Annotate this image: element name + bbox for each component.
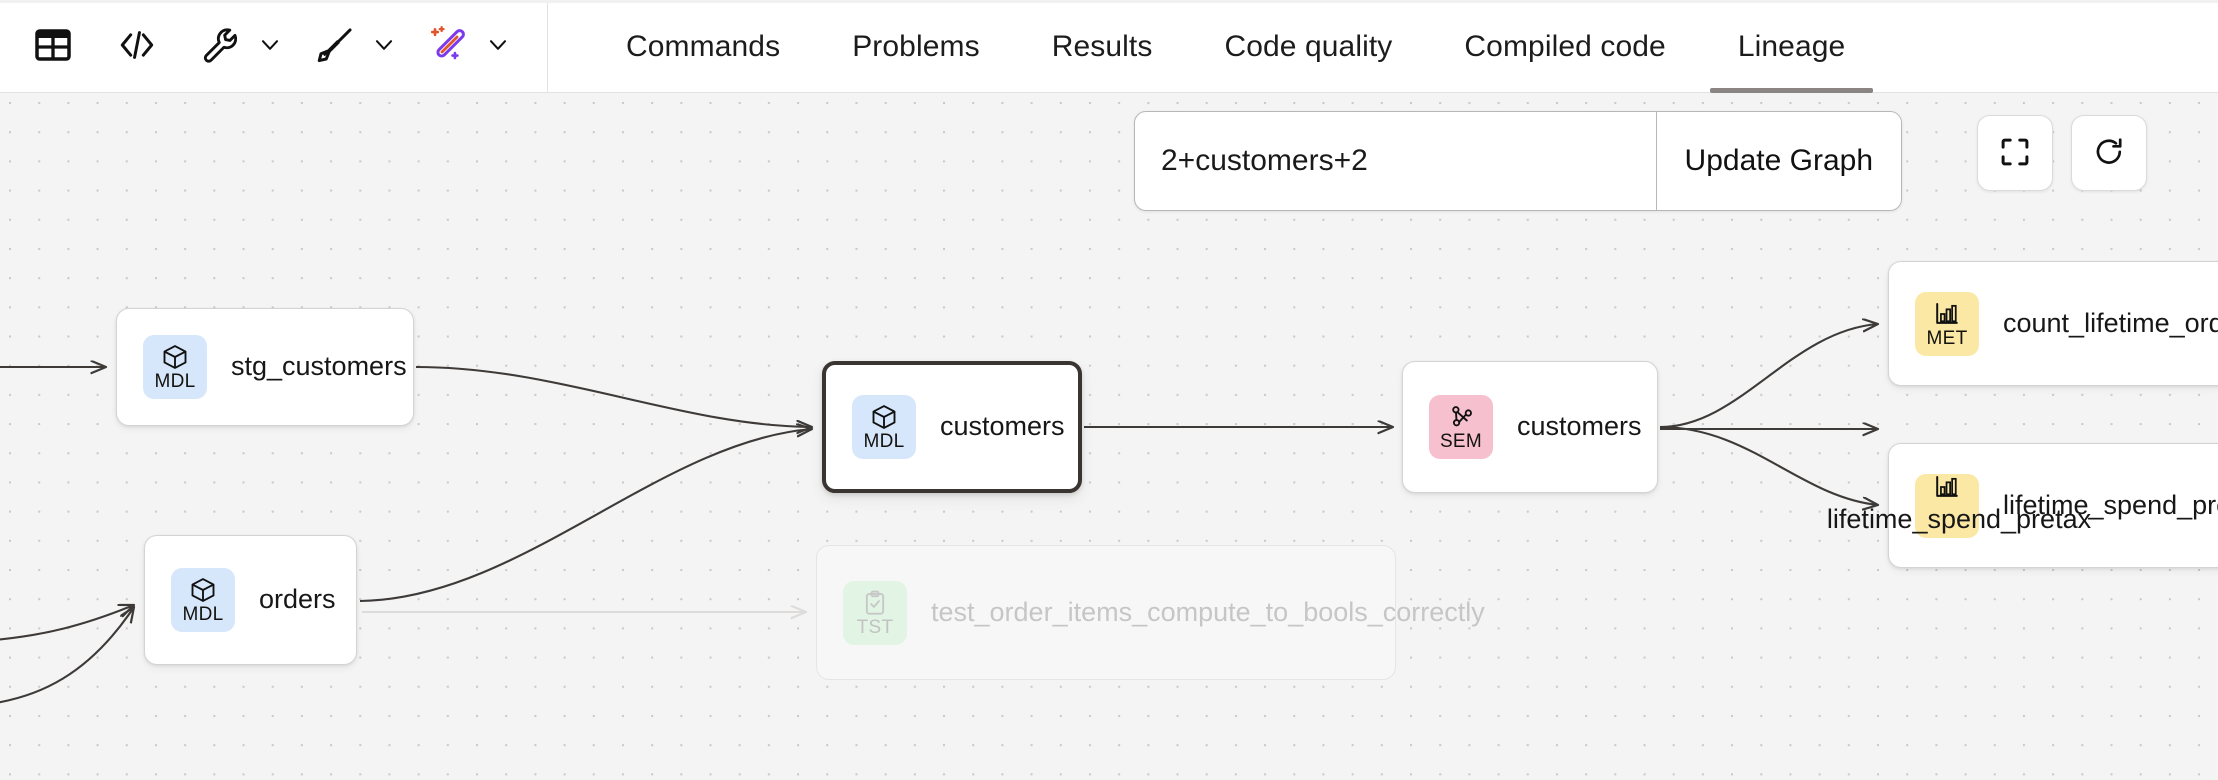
edge-stg-customers-to-customers bbox=[415, 365, 812, 427]
tab-label: Results bbox=[1051, 29, 1153, 63]
refresh-icon bbox=[2092, 135, 2126, 172]
lineage-search-input[interactable] bbox=[1135, 112, 1656, 210]
tab-commands[interactable]: Commands bbox=[590, 0, 816, 93]
fit-view-button[interactable] bbox=[1977, 115, 2053, 191]
tab-label: Problems bbox=[852, 29, 980, 63]
tab-label: Commands bbox=[626, 29, 781, 63]
node-badge-tst: TST bbox=[843, 580, 907, 645]
top-toolbar: Commands Problems Results Code quality C… bbox=[0, 0, 2218, 93]
tab-results[interactable]: Results bbox=[1016, 0, 1189, 93]
node-badge-label: MDL bbox=[154, 371, 196, 392]
tab-problems[interactable]: Problems bbox=[816, 0, 1016, 93]
tab-label: Lineage bbox=[1737, 29, 1846, 63]
lineage-node-customers-semantic[interactable]: SEM customers bbox=[1402, 361, 1658, 493]
fit-screen-icon bbox=[1998, 135, 2032, 172]
tab-code-quality[interactable]: Code quality bbox=[1188, 0, 1428, 93]
editor-tool-group bbox=[0, 0, 548, 93]
bar-chart-icon bbox=[1933, 300, 1961, 328]
format-button[interactable] bbox=[306, 18, 364, 76]
chevron-down-icon bbox=[485, 32, 511, 61]
cube-icon bbox=[189, 576, 217, 604]
network-icon bbox=[1447, 403, 1475, 431]
edge-incoming-orders-1 bbox=[0, 607, 134, 704]
table-view-button[interactable] bbox=[24, 18, 82, 76]
table-icon bbox=[33, 25, 73, 68]
node-label: lifetime_spend_pretax bbox=[1826, 504, 2092, 535]
tab-label: Code quality bbox=[1224, 29, 1393, 63]
editor-tabs: Commands Problems Results Code quality C… bbox=[548, 0, 2218, 93]
node-label: customers bbox=[940, 411, 1065, 442]
edge-sem-to-lifetime-spend-pretax bbox=[1659, 425, 1878, 505]
lineage-canvas-controls bbox=[1977, 115, 2147, 191]
update-graph-button[interactable]: Update Graph bbox=[1655, 112, 1901, 210]
lineage-canvas[interactable]: MDL stg_customers MDL orders bbox=[0, 93, 2218, 780]
lineage-node-count-lifetime-orders[interactable]: MET count_lifetime_orders bbox=[1888, 261, 2218, 386]
node-label: lifetime_spend_pretax bbox=[2003, 489, 2218, 520]
format-dropdown-caret[interactable] bbox=[364, 18, 404, 76]
node-badge-label: SEM bbox=[1439, 431, 1483, 452]
node-badge-mdl: MDL bbox=[171, 568, 235, 632]
refresh-button[interactable] bbox=[2071, 115, 2147, 191]
node-badge-mdl: MDL bbox=[852, 395, 916, 459]
node-badge-met: lifetime_spend_pretax bbox=[1827, 473, 2091, 538]
tools-dropdown-caret[interactable] bbox=[250, 18, 290, 76]
node-badge-label: MDL bbox=[863, 431, 905, 452]
edge-incoming-orders-2 bbox=[0, 605, 134, 641]
lineage-node-lifetime-spend-pretax[interactable]: lifetime_spend_pretax lifetime_spend_pre… bbox=[1827, 443, 2218, 568]
code-view-button[interactable] bbox=[108, 18, 166, 76]
chevron-down-icon bbox=[371, 32, 397, 61]
lineage-node-stg-customers[interactable]: MDL stg_customers bbox=[116, 308, 414, 426]
lineage-search-bar: Update Graph bbox=[1134, 111, 1902, 211]
node-badge-sem: SEM bbox=[1429, 395, 1493, 459]
node-label: count_lifetime_orders bbox=[2003, 307, 2218, 338]
node-badge-mdl: MDL bbox=[143, 335, 207, 399]
tab-active-underline bbox=[1709, 88, 1874, 93]
cube-icon bbox=[161, 343, 189, 371]
ai-assist-dropdown-caret[interactable] bbox=[478, 18, 518, 76]
magic-wand-icon bbox=[428, 24, 470, 69]
node-badge-label: TST bbox=[856, 616, 894, 638]
wrench-icon bbox=[200, 24, 242, 69]
ai-assist-button[interactable] bbox=[420, 18, 478, 76]
edge-sem-to-count-lifetime-orders bbox=[1659, 324, 1878, 429]
node-badge-met: MET bbox=[1915, 291, 1979, 356]
node-badge-label: MDL bbox=[182, 604, 224, 625]
bar-chart-icon bbox=[1933, 473, 1961, 501]
tab-lineage[interactable]: Lineage bbox=[1702, 0, 1881, 93]
node-label: stg_customers bbox=[231, 351, 407, 382]
lineage-node-customers-model[interactable]: MDL customers bbox=[822, 361, 1082, 493]
node-label: customers bbox=[1517, 411, 1642, 442]
chevron-down-icon bbox=[257, 32, 283, 61]
node-label: test_order_items_compute_to_bools_correc… bbox=[931, 596, 1485, 627]
node-badge-label: MET bbox=[1926, 327, 1968, 349]
toolbar-top-hairline bbox=[0, 0, 2218, 3]
lineage-node-orders[interactable]: MDL orders bbox=[144, 535, 357, 665]
node-label: orders bbox=[259, 584, 336, 615]
lineage-node-test-order-items[interactable]: TST test_order_items_compute_to_bools_co… bbox=[816, 545, 1485, 680]
edge-orders-to-customers bbox=[359, 429, 812, 603]
cube-icon bbox=[870, 403, 898, 431]
code-brackets-icon bbox=[116, 24, 158, 69]
clipboard-check-icon bbox=[861, 589, 889, 617]
tab-compiled-code[interactable]: Compiled code bbox=[1428, 0, 1701, 93]
tab-label: Compiled code bbox=[1464, 29, 1666, 63]
broom-icon bbox=[314, 24, 356, 69]
tools-button[interactable] bbox=[192, 18, 250, 76]
